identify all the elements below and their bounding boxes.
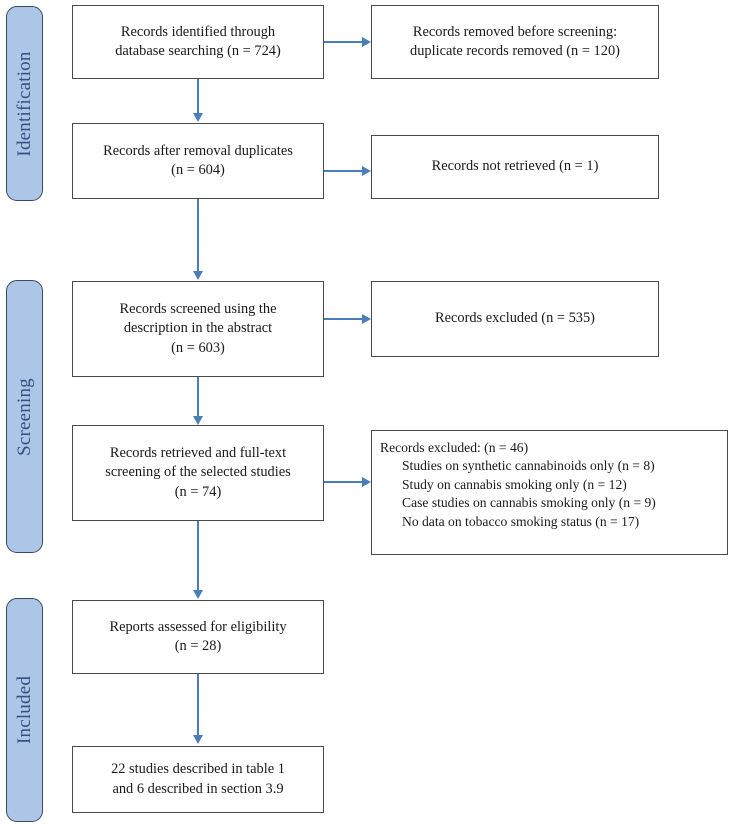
- arrowhead-identified-to-after-duplicates: [192, 113, 203, 122]
- box-records-fulltext-screening-text: Records retrieved and full-text screenin…: [105, 445, 291, 500]
- connector-after-duplicates-to-screened: [197, 199, 199, 272]
- stage-band-identification: Identification: [6, 6, 43, 201]
- connector-eligibility-to-final: [197, 674, 199, 736]
- exclusion-reason-list: Records excluded: (n = 46) Studies on sy…: [380, 439, 721, 531]
- connector-identified-to-after-duplicates: [197, 79, 199, 114]
- box-records-not-retrieved-text: Records not retrieved (n = 1): [431, 158, 599, 175]
- box-included-studies-summary-text: 22 studies described in table 1 and 6 de…: [111, 761, 285, 797]
- connector-after-duplicates-to-not-retrieved: [324, 170, 362, 172]
- arrowhead-fulltext-to-eligibility: [192, 590, 203, 599]
- box-records-after-duplicates-text: Records after removal duplicates (n = 60…: [103, 142, 293, 178]
- arrowhead-after-duplicates-to-screened: [192, 271, 203, 280]
- arrowhead-screened-to-fulltext: [192, 416, 203, 425]
- stage-band-screening-label: Screening: [13, 377, 35, 456]
- box-records-removed-before-screening-text: Records removed before screening: duplic…: [410, 23, 620, 59]
- connector-screened-to-fulltext: [197, 377, 199, 417]
- box-records-screened: Records screened using the description i…: [72, 281, 324, 377]
- box-records-excluded-screening: Records excluded (n = 535): [371, 281, 659, 357]
- arrowhead-after-duplicates-to-not-retrieved: [362, 165, 371, 176]
- stage-band-included-label: Included: [13, 675, 35, 745]
- exclusion-reason-item: Case studies on cannabis smoking only (n…: [402, 495, 656, 511]
- connector-identified-to-removed: [324, 41, 362, 43]
- stage-band-screening: Screening: [6, 280, 43, 553]
- connector-fulltext-to-eligibility: [197, 521, 199, 591]
- box-records-excluded-fulltext: Records excluded: (n = 46) Studies on sy…: [371, 430, 728, 555]
- connector-screened-to-excluded: [324, 318, 362, 320]
- arrowhead-identified-to-removed: [362, 36, 371, 47]
- exclusion-reason-item: Studies on synthetic cannabinoids only (…: [402, 458, 655, 474]
- box-reports-assessed-eligibility: Reports assessed for eligibility (n = 28…: [72, 600, 324, 674]
- box-records-not-retrieved: Records not retrieved (n = 1): [371, 135, 659, 199]
- box-records-identified-text: Records identified through database sear…: [115, 23, 281, 59]
- box-records-removed-before-screening: Records removed before screening: duplic…: [371, 5, 659, 79]
- exclusion-reason-item: No data on tobacco smoking status (n = 1…: [402, 513, 640, 529]
- box-reports-assessed-eligibility-text: Reports assessed for eligibility (n = 28…: [109, 618, 287, 654]
- arrowhead-eligibility-to-final: [192, 735, 203, 744]
- exclusion-list-heading: Records excluded: (n = 46): [380, 440, 529, 455]
- box-records-screened-text: Records screened using the description i…: [119, 301, 277, 356]
- stage-band-included: Included: [6, 598, 43, 822]
- connector-fulltext-to-excluded-list: [324, 481, 362, 483]
- arrowhead-fulltext-to-excluded-list: [362, 476, 371, 487]
- exclusion-reason-item: Study on cannabis smoking only (n = 12): [402, 476, 627, 492]
- box-records-excluded-screening-text: Records excluded (n = 535): [435, 310, 595, 327]
- box-records-identified: Records identified through database sear…: [72, 5, 324, 79]
- arrowhead-screened-to-excluded: [362, 313, 371, 324]
- stage-band-identification-label: Identification: [13, 50, 35, 157]
- box-included-studies-summary: 22 studies described in table 1 and 6 de…: [72, 746, 324, 813]
- box-records-fulltext-screening: Records retrieved and full-text screenin…: [72, 425, 324, 521]
- box-records-after-duplicates: Records after removal duplicates (n = 60…: [72, 123, 324, 199]
